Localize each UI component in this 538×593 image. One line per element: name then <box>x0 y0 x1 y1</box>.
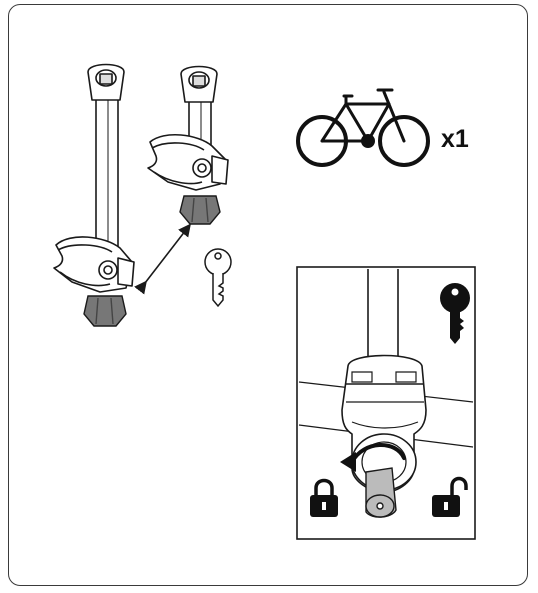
swap-arrow <box>145 226 189 283</box>
key-icon <box>205 249 231 306</box>
wheel-holder-tall <box>54 65 134 293</box>
inserted-key <box>366 468 396 517</box>
lock-detail-panel <box>297 267 475 539</box>
knob-tall <box>84 296 126 326</box>
knob-short <box>180 196 220 224</box>
wheel-holder-short <box>148 67 228 191</box>
bicycle-icon <box>298 90 428 165</box>
bike-quantity-label: x1 <box>441 125 469 154</box>
